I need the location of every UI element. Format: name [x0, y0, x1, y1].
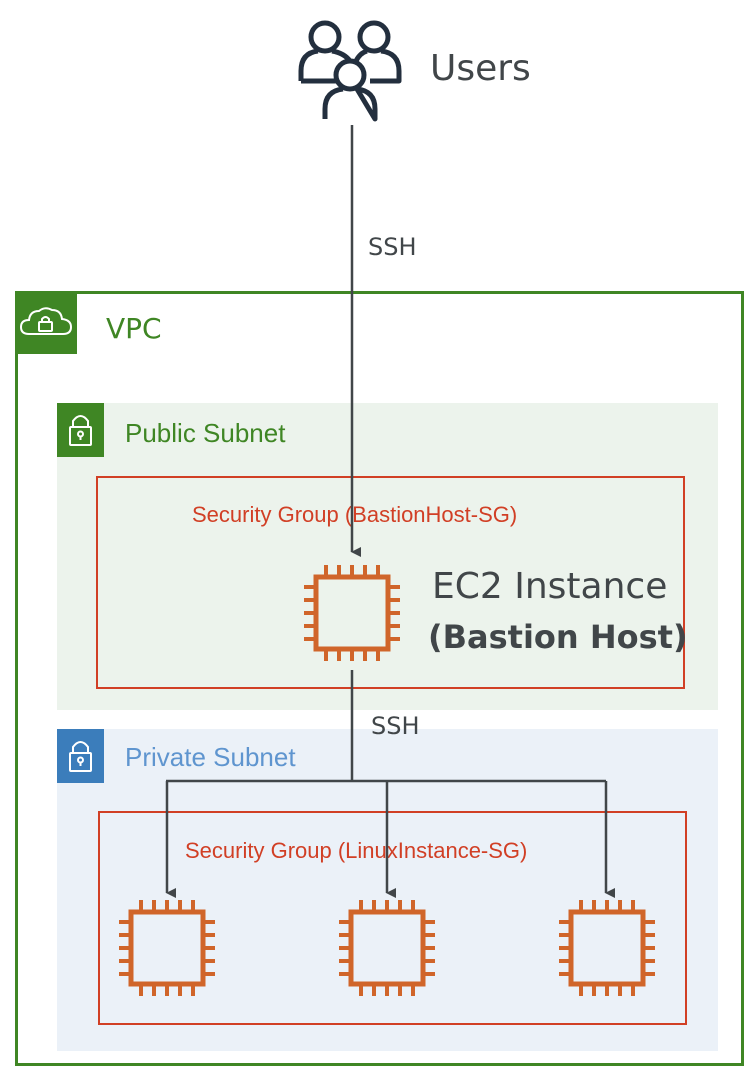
users-icon	[298, 15, 408, 125]
public-subnet	[57, 403, 718, 710]
private-subnet-lock-icon	[57, 729, 104, 783]
users-label: Users	[430, 48, 531, 89]
linux-security-group-label: Security Group (LinuxInstance-SG)	[185, 838, 528, 863]
public-subnet-label: Public Subnet	[125, 418, 286, 448]
bastion-instance-title: EC2 Instance	[432, 566, 668, 607]
bastion-security-group-label: Security Group (BastionHost-SG)	[192, 502, 518, 527]
ssh-label-bastion: SSH	[371, 712, 420, 740]
vpc-container	[15, 291, 744, 1066]
private-subnet-label: Private Subnet	[125, 742, 296, 772]
private-ec2-chip-icon-2	[336, 897, 438, 1003]
vpc-cloud-lock-icon	[15, 291, 77, 354]
linux-security-group	[98, 811, 687, 1025]
public-subnet-lock-icon	[57, 403, 104, 457]
private-ec2-chip-icon-1	[116, 897, 218, 1003]
bastion-instance-subtitle: (Bastion Host)	[428, 618, 688, 656]
private-ec2-chip-icon-3	[556, 897, 658, 1003]
vpc-label: VPC	[106, 312, 162, 345]
bastion-security-group	[96, 476, 685, 689]
ssh-label-users: SSH	[368, 233, 417, 261]
bastion-ec2-chip-icon	[301, 562, 403, 668]
